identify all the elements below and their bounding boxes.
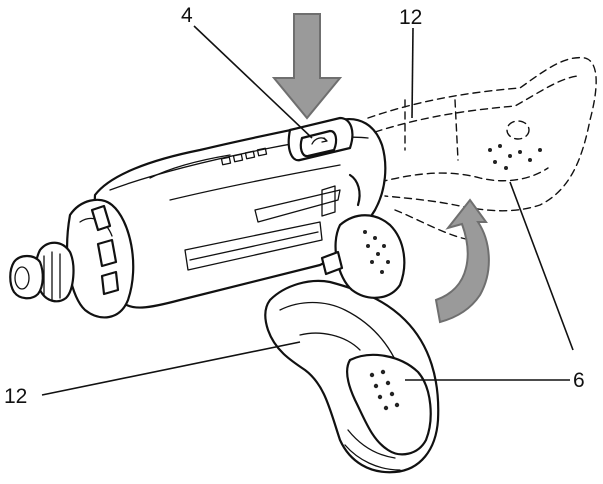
screwdriver-chuck (9, 198, 135, 319)
fold-rotation-arrow-icon (434, 198, 490, 324)
leader-6-upper (509, 181, 574, 351)
grip-dots-handle (369, 369, 400, 411)
callout-4-label: 4 (181, 4, 193, 27)
grip-dots-dashed (488, 144, 542, 170)
callout-6-label: 6 (573, 369, 585, 392)
callout-12-left-label: 12 (4, 385, 27, 408)
press-down-arrow-icon (271, 13, 343, 120)
leader-12-left (41, 341, 301, 396)
callout-12-top-label: 12 (399, 6, 422, 29)
leader-12-top (411, 27, 414, 119)
leader-4 (193, 25, 313, 139)
handle-folded-position-dashed (367, 56, 597, 241)
grip-dots-pivot (363, 230, 390, 274)
screwdriver-body (93, 116, 387, 309)
